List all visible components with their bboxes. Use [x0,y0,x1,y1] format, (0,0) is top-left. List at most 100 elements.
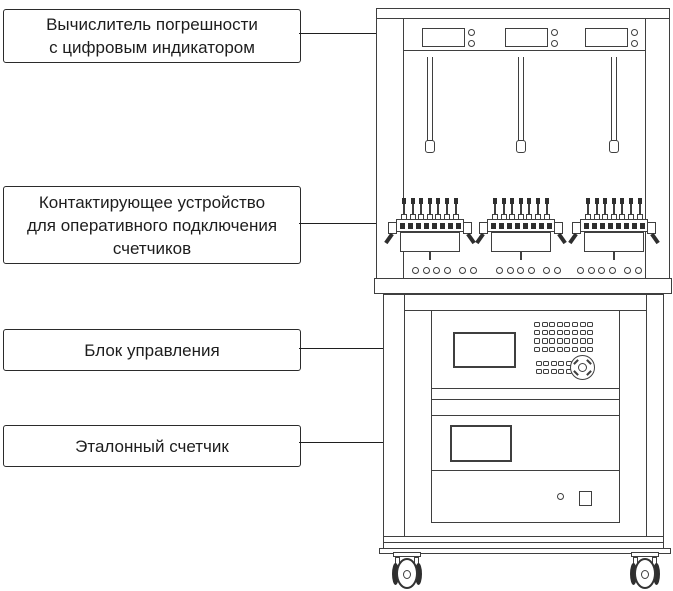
hanging-rod [518,57,524,141]
power-switch [579,491,592,506]
pin-stem [411,204,414,214]
label-reference-meter: Эталонный счетчик [3,425,301,467]
terminal-circle [469,267,477,274]
contact-pin [444,198,450,220]
caster-flange-left [392,563,399,585]
display-indicator-circle [551,40,558,47]
terminal-contact [507,223,512,229]
pin-cap [637,198,642,204]
contact-pin [418,198,425,220]
terminal-circle [506,267,514,274]
contact-pin [409,198,416,220]
keypad-button [549,338,556,344]
meter-mount-box [491,232,551,252]
label-line: с цифровым индикатором [49,38,255,57]
mount-tail-line [429,252,431,260]
terminal-circle [553,267,561,274]
terminal-circle [623,267,631,274]
keypad-button [541,322,548,328]
terminal-contact [432,223,437,229]
terminal-circle [634,267,642,274]
pin-cap [594,198,599,204]
pin-stem [502,204,505,214]
pin-cap [510,198,515,204]
terminal-contact [547,223,552,229]
keypad-button [541,346,548,352]
shelf-band [374,278,672,294]
terminal-contact [608,223,613,229]
base-leg-right [663,537,665,549]
connector-error-calculator [299,32,413,35]
contact-pin [602,198,609,220]
display-strip-bottom-line [403,50,645,52]
pin-cap [410,198,415,204]
terminal-contact [456,223,461,229]
keypad-button [587,338,594,344]
contact-pin [610,198,617,220]
terminal-circle [517,267,525,274]
pin-cap [501,198,506,204]
terminal-contact [515,223,520,229]
pin-stem [454,204,457,214]
pin-stem [494,204,496,214]
keypad-button [541,330,548,336]
keypad-button [572,346,578,352]
pin-cap [402,198,406,204]
keypad-button [534,346,540,352]
keypad-button [543,361,550,367]
reference-meter-display [450,425,512,462]
terminal-contact [424,223,429,229]
terminal-circle [609,267,617,274]
keypad-button [587,330,594,336]
terminal-circle [444,267,452,274]
display-indicator-circle [631,29,638,36]
lower-left-inner-edge [404,294,406,537]
pin-cap [544,198,549,204]
keypad-button [556,322,563,328]
pin-cap [620,198,625,204]
power-indicator-circle [557,493,564,500]
keypad-button [536,361,542,367]
terminal-circle [528,267,536,274]
keypad-button [543,368,550,374]
contact-pin [492,198,498,220]
pin-stem [420,204,423,214]
pin-cap [611,198,616,204]
keypad-button [536,368,542,374]
rod-end-cap [516,140,526,153]
pin-stem [587,204,589,214]
pin-cap [445,198,449,204]
keypad-button [558,361,565,367]
keypad-button [534,338,540,344]
display-indicator-circle [468,29,475,36]
clamp-right [463,222,472,234]
control-unit-display [453,332,516,368]
keypad-button [587,346,594,352]
keypad-button [556,338,563,344]
meter-mount-box [400,232,460,252]
terminal-contact [499,223,504,229]
terminal-contact [491,223,496,229]
keypad-button [564,322,571,328]
error-display [422,28,465,47]
terminal-contact [448,223,453,229]
lower-right-inner-edge [646,294,648,537]
caster-mount-plate [393,552,421,557]
terminal-circle [598,267,606,274]
upper-left-inner-edge [403,18,405,280]
display-indicator-circle [551,29,558,36]
contact-pin [636,198,643,220]
pin-cap [586,198,590,204]
label-line: Эталонный счетчик [75,436,229,456]
contact-pin [543,198,550,220]
terminal-contact [584,223,589,229]
pin-cap [436,198,441,204]
pin-stem [428,204,431,214]
keypad-button [579,338,586,344]
label-contact-device: Контактирующее устройство для оперативно… [3,186,301,264]
terminal-circle [458,267,466,274]
pin-stem [630,204,632,214]
caster-mount-plate [631,552,659,557]
contact-pin [452,198,459,220]
